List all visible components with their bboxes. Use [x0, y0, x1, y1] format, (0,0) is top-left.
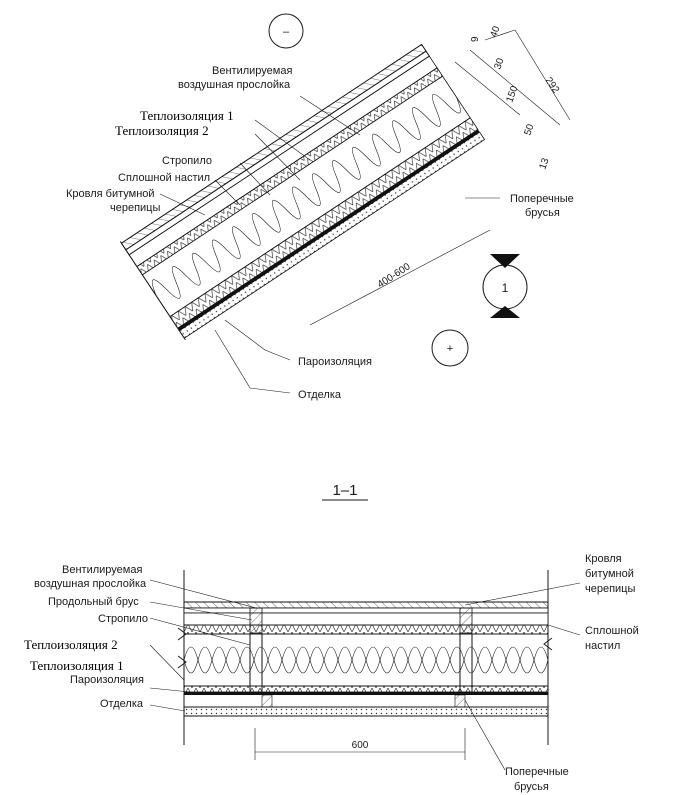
label-vent-2: воздушная прослойка: [178, 79, 291, 91]
dim-50: 50: [522, 122, 536, 137]
b-label-roof-2: битумной: [585, 568, 634, 580]
label-cross-2: брусья: [525, 207, 560, 219]
dim-13: 13: [537, 156, 551, 171]
label-roof-2: черепицы: [110, 202, 160, 214]
label-rafter: Стропило: [162, 155, 212, 167]
dim-40: 40: [488, 24, 502, 39]
inclined-roof-section: – + 1: [66, 13, 574, 401]
dim-span-top: 400-600: [376, 261, 413, 290]
b-label-insulation-2: Теплоизоляция 2: [24, 637, 118, 652]
svg-text:1: 1: [502, 281, 509, 295]
b-label-vapor: Пароизоляция: [70, 674, 144, 686]
dim-span-bottom: 600: [352, 740, 369, 751]
label-insulation-1: Теплоизоляция 1: [140, 108, 234, 123]
label-vapor: Пароизоляция: [298, 356, 372, 368]
minus-text: –: [283, 26, 290, 38]
b-label-cross-1: Поперечные: [505, 766, 569, 778]
label-vent-1: Вентилируемая: [212, 65, 292, 77]
dim-30: 30: [492, 56, 506, 71]
plus-text: +: [447, 343, 453, 355]
b-label-roof-3: черепицы: [585, 583, 635, 595]
b-label-finish: Отделка: [100, 698, 144, 710]
dim-292: 292: [543, 75, 562, 95]
label-insulation-2: Теплоизоляция 2: [115, 123, 209, 138]
b-label-deck-2: настил: [585, 640, 620, 652]
section-title: 1–1: [332, 482, 357, 499]
label-cross-1: Поперечные: [510, 193, 574, 205]
b-label-long-beam: Продольный брус: [48, 596, 139, 608]
label-solid-deck: Сплошной настил: [118, 172, 210, 184]
b-label-insulation-1: Теплоизоляция 1: [30, 658, 124, 673]
insulation-bulges: [151, 94, 461, 299]
b-label-vent-2: воздушная прослойка: [34, 578, 147, 590]
label-finish: Отделка: [298, 389, 342, 401]
b-label-roof-1: Кровля: [585, 553, 622, 565]
b-label-vent-1: Вентилируемая: [62, 564, 142, 576]
dim-150: 150: [504, 84, 520, 104]
dim-9: 9: [470, 36, 481, 42]
plus-marker: [431, 329, 469, 367]
section-marker-1: 1: [482, 254, 528, 318]
b-label-deck-1: Сплошной: [585, 625, 639, 637]
b-label-cross-2: брусья: [514, 781, 549, 793]
horizontal-roof-section: 600 Вентилируемая воздушная прослойка Пр…: [24, 553, 639, 793]
minus-marker: [268, 13, 304, 49]
label-roof-1: Кровля битумной: [66, 188, 155, 200]
dim-lines-top: [309, 29, 571, 326]
b-label-rafter: Стропило: [98, 613, 148, 625]
